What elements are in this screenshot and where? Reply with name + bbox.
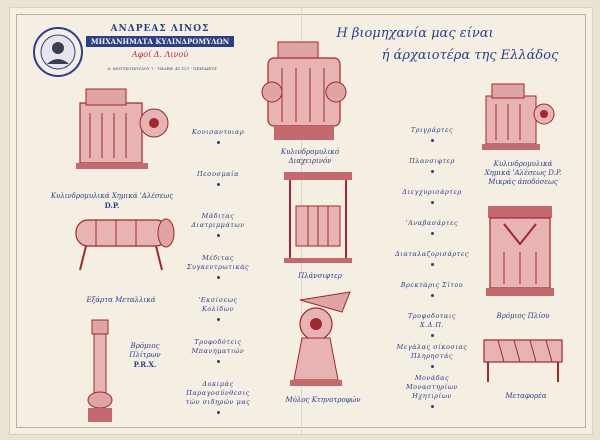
product-list-line: Μπανηματιών: [191, 347, 245, 355]
caption-line: Πλάνσιφτερ: [298, 272, 342, 280]
caption-line: Βρόμιος: [130, 342, 160, 350]
headline-2: ή άρχαιοτέρα της Ελλάδος: [381, 48, 559, 63]
company-name: ΑΝΔΡΕΑΣ ΛΙΝΟΣ: [110, 24, 210, 34]
bullet-dot: [430, 139, 434, 142]
purifier-illustration: [261, 41, 347, 140]
bullet-dot: [216, 411, 220, 414]
product-list-line: Δοκιμάς: [202, 380, 234, 388]
product-list-item: Κονισαντοιαρ: [178, 128, 258, 137]
caption-line: Βρόμιος Πλίου: [496, 312, 550, 320]
wheat-washer-illustration: [486, 206, 554, 296]
product-list-line: Βρεκτάρις Σίτου: [400, 281, 464, 289]
product-list-item: Πλανσιφτερ: [394, 157, 470, 166]
metal-sifter-illustration: [75, 218, 175, 271]
headline-1: Η βιομηχανία μας είναι: [336, 26, 494, 41]
product-list-line: Παραγοσύνθεσις: [186, 389, 250, 397]
product-list-line: Ηχητιρίων: [412, 392, 452, 400]
product-list-line: Πληρηστάς: [411, 352, 453, 360]
caption-machine-7: Βρόμιος Πλίτρων P.R.X.: [120, 342, 170, 369]
company-sons: Αφοί Δ. Λινού: [131, 50, 189, 59]
caption-line: Εξάρτα Μεταλλικά: [86, 296, 156, 304]
product-list-line: Τροφοδοταις: [407, 312, 457, 320]
bullet-dot: [430, 201, 434, 204]
pump-illustration: [87, 319, 113, 422]
product-list-line: 'Αναβασάρτες: [405, 219, 459, 227]
caption-machine-8: Μύλος Κτηνοτροφών: [278, 396, 368, 405]
product-list-line: Πεσοσμαία: [197, 170, 239, 178]
product-list-line: τών σιδηρών μας: [185, 398, 251, 406]
bullet-dot: [216, 141, 220, 144]
caption-line: Κυλινδρομυλικά Χημικά 'Αλέσεως: [50, 192, 174, 200]
product-list-line: Μέδιτας: [202, 254, 234, 262]
caption-machine-1: Κυλινδρομυλικά Χημικά 'Αλέσεως D.P.: [42, 192, 182, 210]
portrait-seal-logo: [33, 27, 83, 77]
product-list-item: Βρεκτάρις Σίτου: [394, 281, 470, 290]
caption-machine-4: Εξάρτα Μεταλλικά: [76, 296, 166, 305]
bullet-dot: [216, 234, 220, 237]
bullet-dot: [430, 334, 434, 337]
bullet-dot: [216, 318, 220, 321]
caption-line: D.P.: [104, 201, 120, 210]
product-list-line: Μάδιτας: [201, 212, 235, 220]
bullet-dot: [430, 405, 434, 408]
caption-line: Πλίτρων: [129, 351, 161, 359]
caption-machine-5: Πλάνσιφτερ: [280, 272, 360, 281]
product-list-line: Μοναστηρίων: [406, 383, 458, 391]
product-list-line: Τροφοδότεις: [194, 338, 242, 346]
caption-machine-3: Κυλινδρομυλικά Χημικά 'Αλέσεως D.P. Μικρ…: [468, 160, 578, 187]
product-list-line: Κονισαντοιαρ: [191, 128, 245, 136]
product-list-item: Διεγχυρισάρτερ: [394, 188, 470, 197]
bullet-dot: [216, 276, 220, 279]
product-list-line: Διαταλαζορισάρτες: [395, 250, 469, 258]
product-list-line: 'Εκσίσεως: [198, 296, 238, 304]
caption-line: Χημικά 'Αλέσεως D.P.: [484, 169, 562, 177]
bullet-dot: [430, 263, 434, 266]
caption-machine-6: Βρόμιος Πλίου: [478, 312, 568, 321]
bullet-dot: [216, 183, 220, 186]
conveyor-illustration: [483, 339, 563, 382]
product-list-item: Τριγράρτες: [394, 126, 470, 135]
plansifter-illustration: [284, 172, 352, 263]
bullet-dot: [430, 365, 434, 368]
product-list-line: Συγκεντρωτικάς: [186, 263, 250, 271]
product-list-item: Πεσοσμαία: [178, 170, 258, 179]
caption-line: P.R.X.: [133, 360, 157, 369]
product-list-line: Διεγχυρισάρτερ: [402, 188, 462, 196]
caption-machine-2: Κυλινδρομυλικό Διαχειρινόν: [260, 148, 360, 166]
company-line: ΜΗΧΑΝΗΜΑΤΑ ΚΥΛΙΝΔΡΟΜΥΛΩΝ: [86, 36, 234, 47]
caption-line: Μύλος Κτηνοτροφών: [285, 396, 361, 404]
product-list-line: Κολίδων: [201, 305, 235, 313]
roller-mill-illustration: [76, 88, 169, 169]
product-list-line: Χ.Δ.Π.: [419, 321, 445, 329]
caption-line: Κυλινδρομυλικό Διαχειρινόν: [280, 148, 340, 165]
product-list-line: Μεγάλας σίκοσιας: [396, 343, 468, 351]
product-list-line: Πλανσιφτερ: [409, 157, 455, 165]
caption-machine-9: Μεταφορέα: [486, 392, 566, 401]
bullet-dot: [430, 170, 434, 173]
product-list-line: Τριγράρτες: [410, 126, 454, 134]
product-list-line: Διατριμμάτων: [191, 221, 245, 229]
bullet-dot: [430, 294, 434, 297]
bullet-dot: [216, 360, 220, 363]
brochure-sheet: ΑΝΔΡΕΑΣ ΛΙΝΟΣ ΜΗΧΑΝΗΜΑΤΑ ΚΥΛΙΝΔΡΟΜΥΛΩΝ Α…: [10, 8, 592, 434]
caption-line: Κυλινδρομυλικά: [493, 160, 553, 168]
company-address: Δ. ΜΟΥΤΣΟΠΟΥΛΟΥ 7 - ΤΗΛΕΦ. 41.127 - ΠΕΙΡ…: [107, 66, 217, 71]
product-list-item: 'Αναβασάρτες: [394, 219, 470, 228]
small-roller-mill-illustration: [482, 83, 555, 150]
product-list-line: Μονάδας: [414, 374, 450, 382]
product-list-item: Διαταλαζορισάρτες: [394, 250, 470, 259]
fodder-mill-illustration: [290, 291, 351, 386]
bullet-dot: [430, 232, 434, 235]
caption-line: Μεταφορέα: [505, 392, 547, 400]
caption-line: Μικράς άποδόσεως: [488, 178, 558, 186]
